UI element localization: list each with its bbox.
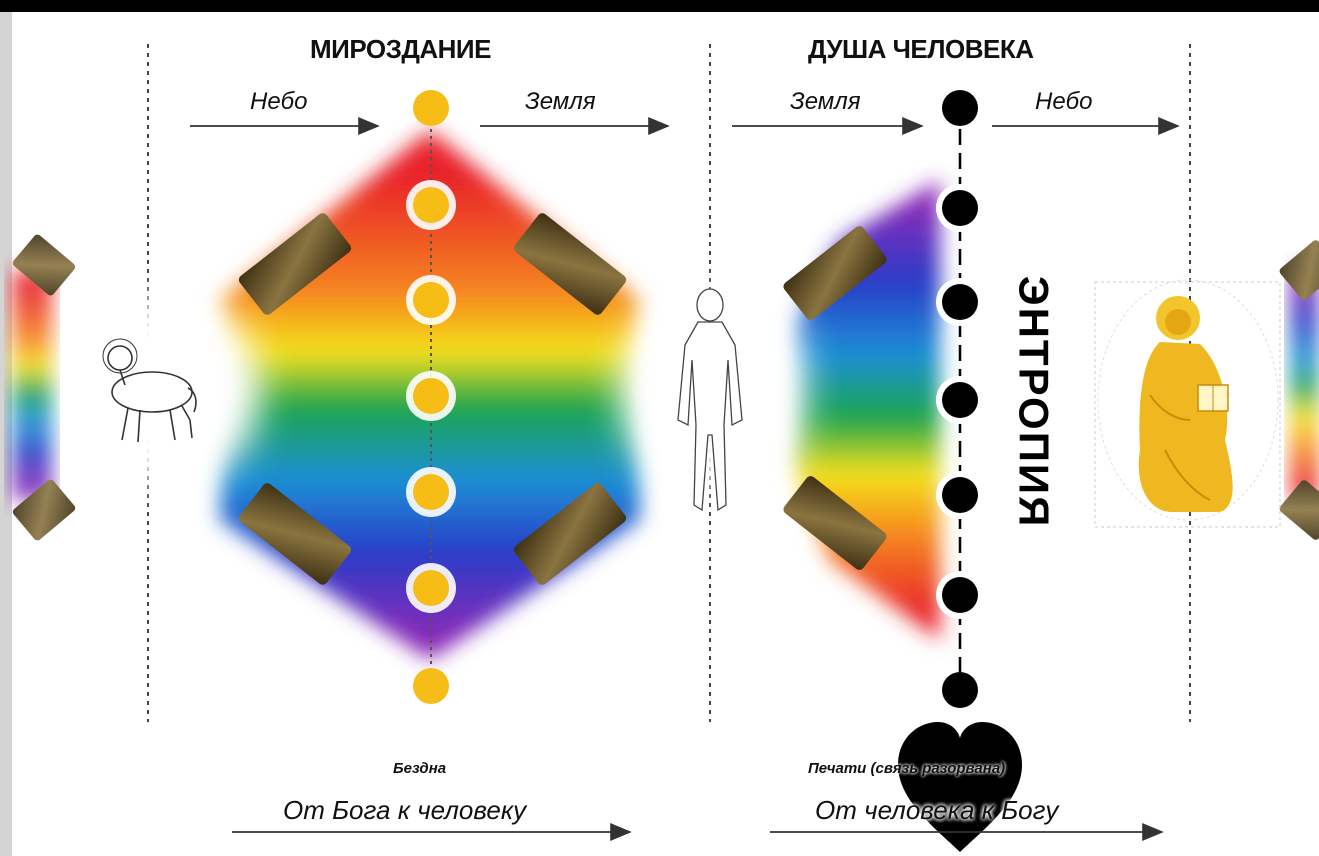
black-node xyxy=(942,577,978,613)
human-figure-icon xyxy=(677,288,743,512)
black-node xyxy=(942,477,978,513)
left-border xyxy=(0,12,12,856)
black-node xyxy=(942,190,978,226)
christ-icon xyxy=(1094,279,1281,528)
top-border xyxy=(0,0,1319,12)
icon-frames-soul xyxy=(783,226,887,570)
direction-label: Небо xyxy=(250,88,308,115)
creation-title: МИРОЗДАНИЕ xyxy=(310,34,491,64)
icon-frame xyxy=(1279,480,1319,540)
black-nodes xyxy=(936,90,984,708)
soul-glow xyxy=(715,290,805,490)
black-node xyxy=(942,90,978,126)
gold-node xyxy=(413,570,449,606)
black-node xyxy=(942,284,978,320)
icon-frame xyxy=(1279,240,1319,300)
left-edge-spectrum xyxy=(12,234,76,541)
direction-label: Земля xyxy=(525,88,596,115)
gold-node xyxy=(413,187,449,223)
right-edge-spectrum xyxy=(1279,240,1319,540)
gold-node xyxy=(413,668,449,704)
entropy-label: ЭНТРОПИЯ xyxy=(1010,275,1057,529)
direction-label: Небо xyxy=(1035,88,1093,115)
icon-frame xyxy=(12,234,76,296)
abyss-caption: Бездна xyxy=(393,760,447,777)
gold-node xyxy=(413,378,449,414)
direction-label: Земля xyxy=(790,88,861,115)
bottom-caption-left: От Бога к человеку xyxy=(283,795,527,825)
lamb-icon xyxy=(102,338,197,443)
gold-node xyxy=(413,282,449,318)
black-node xyxy=(942,672,978,708)
bottom-caption-right: От человека к Богу xyxy=(815,795,1059,825)
icon-frames-creation xyxy=(238,213,627,585)
gold-node xyxy=(413,474,449,510)
gold-node xyxy=(413,90,449,126)
gold-nodes xyxy=(406,90,456,704)
heart-icon xyxy=(898,722,1022,852)
soul-title: ДУША ЧЕЛОВЕКА xyxy=(808,34,1034,64)
black-node xyxy=(942,382,978,418)
seals-caption: Печати (связь разорвана) xyxy=(808,760,1006,777)
icon-frame xyxy=(12,479,76,541)
